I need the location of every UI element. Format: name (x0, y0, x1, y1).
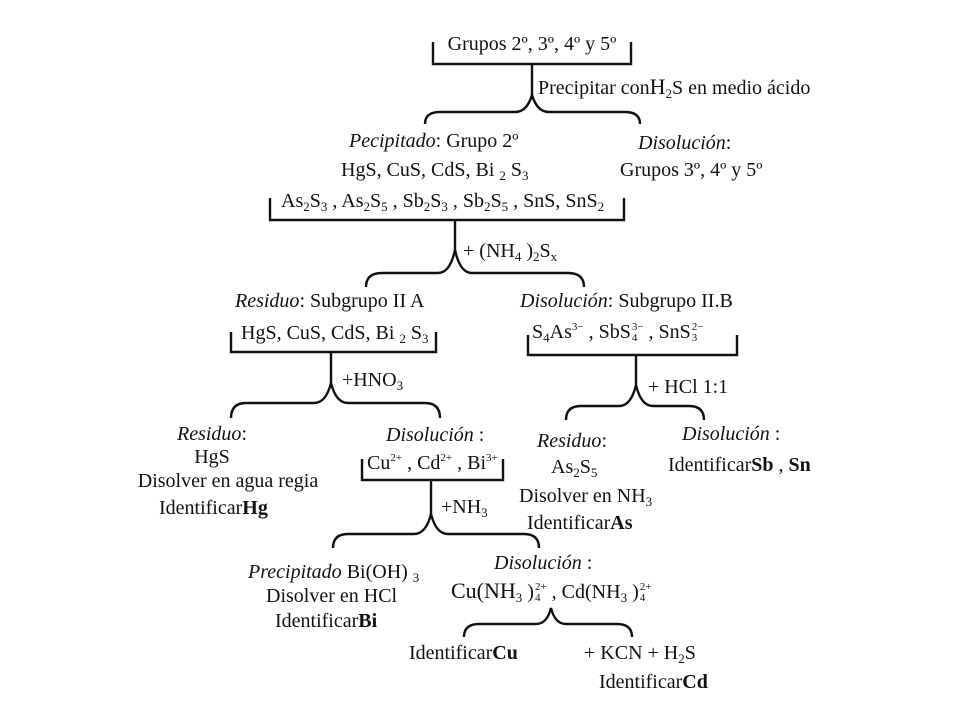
cu-cd-bi-ions: Cu2+ , Cd2+ , Bi3+ (367, 452, 498, 474)
reagent-nh3: +NH3 (441, 496, 488, 520)
as-residue-formula: As2S5 (551, 456, 598, 480)
cu-identify: IdentificarCu (409, 642, 518, 664)
reagent-kcn-h2s: + KCN + H2S (584, 642, 696, 666)
precipitate-group2-line2: As2S3 , As2S5 , Sb2S3 , Sb2S5 , SnS, SnS… (281, 190, 605, 214)
brace-split-2 (364, 249, 586, 288)
brace-split-6 (462, 607, 634, 638)
reagent-h2s-acid: Precipitar conH2S en medio ácido (538, 74, 811, 101)
precipitate-group2-line1: HgS, CuS, CdS, Bi 2 S3 (341, 159, 529, 183)
bi-precipitate-dissolve: Disolver en HCl (266, 585, 398, 607)
subgroup-a-title: Residuo: Subgrupo II A (235, 290, 425, 312)
sb-sn-solution-title: Disolución : (682, 423, 781, 445)
solution-groups345-title: Disolución: (638, 132, 732, 154)
cu-cd-solution-title: Disolución : (494, 552, 593, 574)
solution-groups345-line1: Grupos 3º, 4º y 5º (620, 159, 763, 181)
bi-identify: IdentificarBi (275, 610, 378, 632)
subgroup-a-line1: HgS, CuS, CdS, Bi 2 S3 (241, 322, 429, 346)
bracket-cu-cd-bi (360, 459, 505, 482)
as-residue-dissolve: Disolver en NH3 (519, 485, 653, 509)
bi-precipitate-title: Precipitado Bi(OH) 3 (248, 561, 420, 585)
subgroup-b-title: Disolución: Subgrupo II.B (520, 290, 733, 312)
sb-sn-identify: IdentificarSb , Sn (668, 454, 811, 476)
hg-identify: IdentificarHg (159, 497, 268, 519)
reagent-ammonium-polysulfide: + (NH4 )2Sx (463, 240, 558, 264)
bracket-subgroup-a (229, 332, 438, 354)
cu-cd-bi-solution-title: Disolución : (386, 424, 485, 446)
hg-residue-formula: HgS (194, 446, 230, 468)
brace-split-3 (229, 382, 442, 419)
reagent-hno3: +HNO3 (342, 369, 404, 393)
cd-identify: IdentificarCd (599, 671, 708, 693)
bracket-subgroup-b (526, 335, 739, 357)
root-label: Grupos 2º, 3º, 4º y 5º (447, 33, 617, 55)
cu-cd-complexes: Cu(NH3 )2+4 , Cd(NH3 )2+4 (451, 578, 652, 605)
hg-residue-title: Residuo: (177, 423, 247, 445)
as-residue-title: Residuo: (537, 430, 607, 452)
brace-split-5 (564, 384, 706, 421)
as-identify: IdentificarAs (527, 512, 633, 534)
brace-split-1 (423, 90, 642, 125)
brace-split-4 (331, 513, 541, 549)
bracket-group2 (268, 198, 626, 222)
hg-residue-dissolve: Disolver en agua regia (137, 470, 319, 492)
precipitate-group2-title: Pecipitado: Grupo 2º (349, 130, 519, 152)
reagent-hcl: + HCl 1:1 (648, 376, 729, 398)
